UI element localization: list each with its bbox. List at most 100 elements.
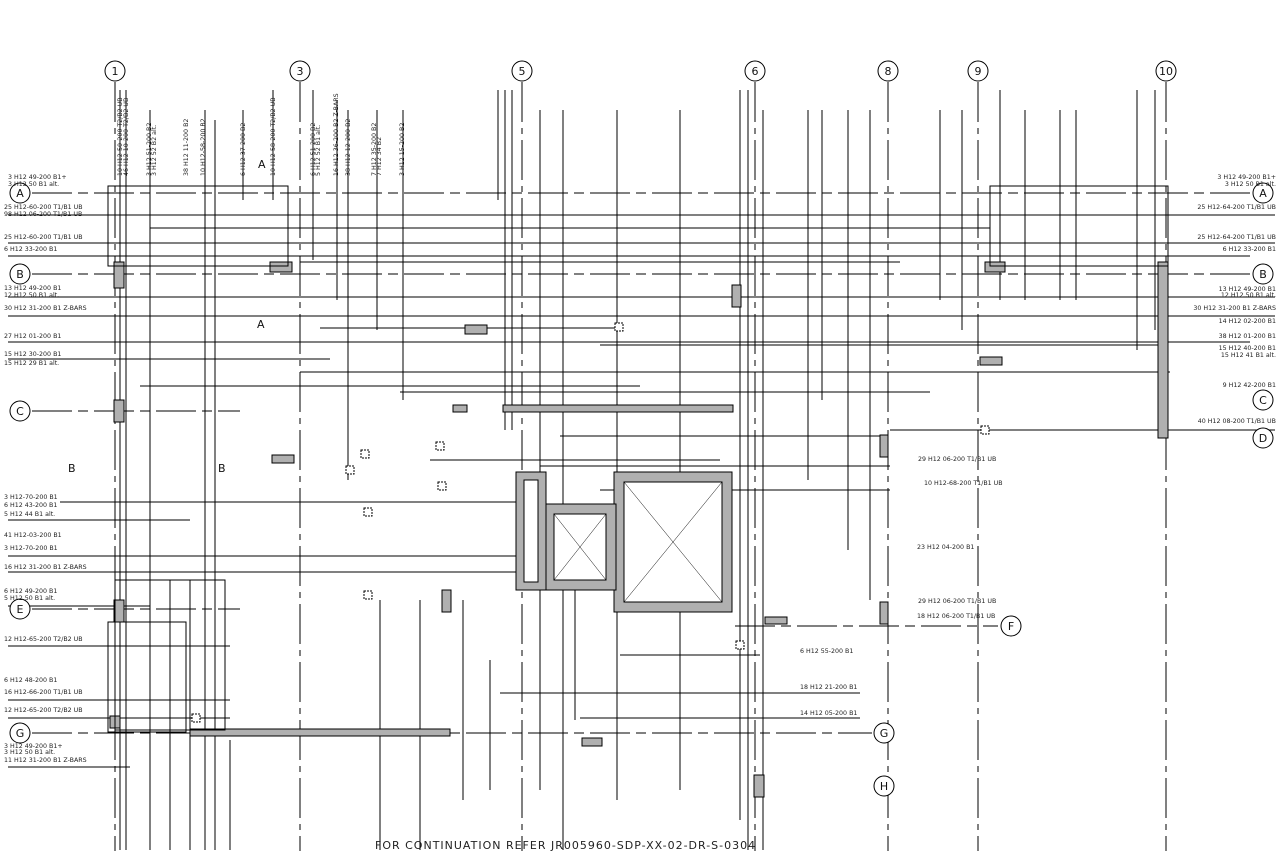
slab-panel xyxy=(114,579,226,731)
rebar-label: 46 H12 10-200 T2/B2 UB xyxy=(123,98,130,176)
grid-bubble-label: F xyxy=(1008,620,1014,633)
grid-bubble-label: C xyxy=(1259,394,1267,407)
slab-panel xyxy=(107,185,289,267)
rebar-label: 12 H12-65-200 T2/B2 UB xyxy=(4,636,83,643)
rebar-label: 13 H12 49-200 B1 xyxy=(4,285,61,292)
rebar-label: 3 H12 50 B1 alt. xyxy=(1225,181,1276,188)
wall xyxy=(1157,261,1169,439)
wall xyxy=(984,261,1006,273)
wall xyxy=(271,454,295,464)
grid-bubble-label: 6 xyxy=(752,65,759,78)
rebar-label: 25 H12-60-200 T1/B1 UB xyxy=(4,234,83,241)
rebar-label: 38 H12 01-200 B1 xyxy=(1219,333,1276,340)
grid-bubble-label: G xyxy=(16,727,25,740)
wall xyxy=(189,728,451,737)
wall xyxy=(113,399,125,423)
wall xyxy=(464,324,488,335)
rebar-label: 98 H12 06-200 T1/B1 UB xyxy=(4,211,82,218)
rebar-label: 6 H12 33-200 B1 xyxy=(1223,246,1276,253)
rebar-label: 7 H12 35-200 B2 xyxy=(371,123,378,176)
core-opening xyxy=(523,479,539,583)
grid-bubble xyxy=(9,182,31,204)
rebar-label: 23 H12 04-200 B1 xyxy=(917,544,974,551)
rebar-label: 10 H12-50-200 T2/B2 UB xyxy=(117,97,124,176)
opening xyxy=(435,441,445,451)
grid-bubble-label: H xyxy=(880,780,888,793)
rebar-label: 3 H12 49-200 B1+ xyxy=(8,174,67,181)
grid-bubble-label: A xyxy=(16,187,24,200)
grid-bubble xyxy=(1252,182,1274,204)
grid-bubble-label: E xyxy=(17,603,24,616)
grid-bubble-label: 3 xyxy=(297,65,304,78)
grid-bubble xyxy=(9,263,31,285)
rebar-label: 13 H12 49-200 B1 xyxy=(1219,286,1276,293)
grid-bubble-label: A xyxy=(1259,187,1267,200)
walls xyxy=(107,185,1169,798)
opening xyxy=(735,640,745,650)
grid-bubble xyxy=(511,60,533,82)
rebar-label: 10 H12-58-200 T2/B2 UB xyxy=(270,97,277,176)
opening xyxy=(363,590,373,600)
grid-bubble xyxy=(1155,60,1177,82)
grid-bubble-label: 10 xyxy=(1159,65,1173,78)
wall xyxy=(269,261,293,273)
rebar-label: 10 H12-68-200 T1/B1 UB xyxy=(924,480,1003,487)
lift-shaft-cross xyxy=(553,513,607,581)
rebar-label: 12 H12-65-200 T2/B2 UB xyxy=(4,707,83,714)
rebar-label: 3 H12-70-200 B1 xyxy=(4,545,58,552)
opening xyxy=(437,481,447,491)
wall xyxy=(753,774,765,798)
rebar-label: 10 H12-58-200 B2 xyxy=(200,118,207,176)
slab-panel xyxy=(989,185,1169,267)
rebar-label: 15 H12 40-200 B1 xyxy=(1219,345,1276,352)
wall xyxy=(764,616,788,625)
wall xyxy=(731,284,742,308)
rebar-label: 25 H12-64-200 T1/B1 UB xyxy=(1197,204,1276,211)
rebar-label: 14 H12 05-200 B1 xyxy=(800,710,857,717)
rebar-label: 16 H12-66-200 T1/B1 UB xyxy=(4,689,83,696)
rebar-label: 3 H12 49-200 B1+ xyxy=(1217,174,1276,181)
section-mark: A xyxy=(258,158,266,171)
grid-bubble xyxy=(289,60,311,82)
rebar-label: 38 H12 12-200 B2 xyxy=(345,119,352,176)
rebar-label: 30 H12 31-200 B1 Z-BARS xyxy=(4,305,87,312)
grid-bubble xyxy=(1252,427,1274,449)
grid-bubble-label: 1 xyxy=(112,65,119,78)
opening xyxy=(345,465,355,475)
rebar-label: 3 H12 50 B1 alt. xyxy=(8,181,59,188)
grid-bubble xyxy=(9,598,31,620)
rebar-label: 16 H12 31-200 B1 Z-BARS xyxy=(4,564,87,571)
opening xyxy=(614,322,624,332)
rebar-label: 3 H12 52 B2 alt. xyxy=(151,125,158,176)
grid-bubble-label: 8 xyxy=(885,65,892,78)
rebar-label: 6 H12 55-200 B1 xyxy=(800,648,853,655)
wall xyxy=(502,404,734,413)
grid-bubble xyxy=(873,775,895,797)
rebar-label: 18 H12 21-200 B1 xyxy=(800,684,857,691)
grid-bubble-label: B xyxy=(16,268,24,281)
rebar-label: 25 H12-60-200 T1/B1 UB xyxy=(4,204,83,211)
slab-panel xyxy=(107,621,187,733)
section-mark: B xyxy=(68,462,76,475)
rebar-label: 14 H12 02-200 B1 xyxy=(1219,318,1276,325)
wall xyxy=(581,737,603,747)
wall xyxy=(452,404,468,413)
grid-bubble xyxy=(877,60,899,82)
grid-bubble xyxy=(104,60,126,82)
grid-bubble xyxy=(1252,389,1274,411)
grid-bubble xyxy=(9,722,31,744)
rebar-label: 15 H12 41 B1 alt. xyxy=(1221,352,1276,359)
grid-bubble-label: 9 xyxy=(975,65,982,78)
wall xyxy=(441,589,452,613)
opening xyxy=(363,507,373,517)
rebar-label: 6 H12 37-200 B2 xyxy=(240,123,247,176)
rebar-label: 5 H12 52 B1 alt. xyxy=(315,125,322,176)
rebar-label: 3 H12 51-200 B2 xyxy=(146,123,153,176)
rebar-label: 7 H12 34 B2 xyxy=(376,137,383,176)
rebar-label: 15 H12 30-200 B1 xyxy=(4,351,61,358)
rebar-label: 18 H12 06-200 T1/B1 UB xyxy=(917,613,995,620)
rebar-label: 16 H12 36-200 B2 Z-BARS xyxy=(333,93,340,176)
grid-bubble xyxy=(873,722,895,744)
rebar-label: 27 H12 01-200 B1 xyxy=(4,333,61,340)
